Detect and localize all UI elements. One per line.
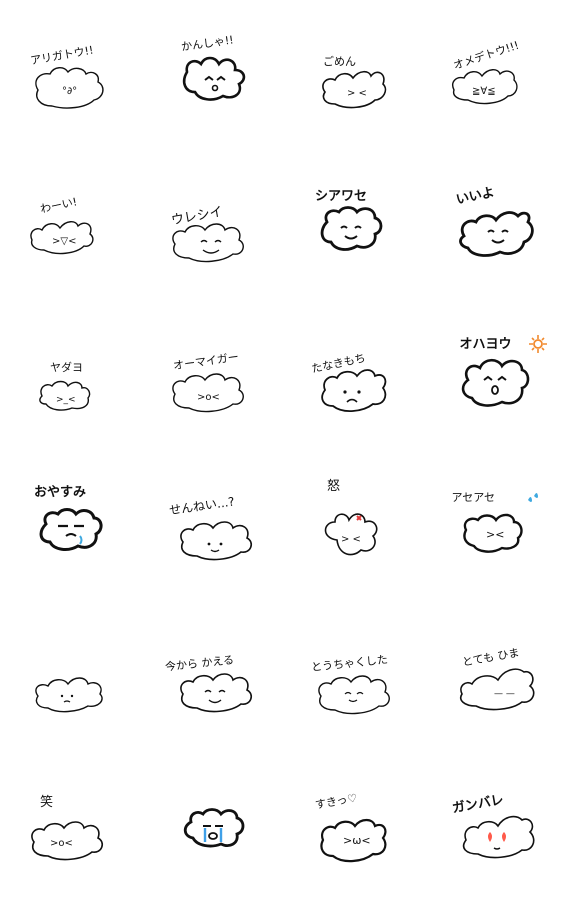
svg-text:>_<: >_< [56,395,76,405]
sticker-touchaku-shita[interactable]: とうちゃくした [281,600,422,750]
sticker-caption: アセアセ [451,491,496,504]
tears-icon [203,828,222,842]
svg-text:>ω<: >ω< [343,834,371,847]
svg-text:°∂°: °∂° [62,86,77,97]
sticker-caption: オハヨウ [459,337,512,352]
svg-text:> <: > < [341,534,361,545]
svg-text:>o<: >o< [50,838,73,849]
blob-character-icon: >o< [31,821,104,861]
svg-text:>o<: >o< [197,392,220,403]
sticker-ureshii[interactable]: ウレシイ [141,150,282,300]
sticker-caption: おやすみ [34,485,87,500]
sticker-caption: シアワセ [315,189,368,204]
sticker-aseace[interactable]: アセアセ >< [422,450,562,600]
blob-character-icon [461,335,547,407]
sticker-yadayo[interactable]: ヤダヨ >_< [0,300,141,450]
blob-character-icon [179,521,252,561]
sticker-kansha[interactable]: かんしゃ!! [141,0,282,150]
sticker-oyasumi[interactable]: おやすみ [0,450,141,600]
blob-character-icon [318,675,390,715]
blob-character-icon [39,508,103,551]
blob-character-icon: > < [324,513,378,556]
sticker-suki[interactable]: すきっ♡ >ω< [281,750,422,900]
sticker-sennei[interactable]: せんねい...? [141,450,282,600]
sun-icon [528,335,547,353]
sticker-blank-sad[interactable] [0,600,141,750]
sticker-caption: 笑 [40,795,54,810]
blob-character-icon: ≧∀≦ [451,69,518,105]
sticker-gomen[interactable]: ごめん > < [281,0,422,150]
sticker-arigatou[interactable]: アリガトウ!! °∂° [0,0,141,150]
blob-character-icon [321,369,387,412]
svg-text:> <: > < [347,88,367,99]
blob-character-icon [182,56,245,101]
blob-character-icon [462,815,534,859]
blob-character-icon [179,673,252,713]
sticker-caption: ごめん [323,55,356,68]
sticker-tanakimochi[interactable]: たなきもち [281,300,422,450]
blob-character-icon: — — [459,668,534,711]
blob-character-icon [35,677,103,713]
blob-character-icon: >_< [39,380,91,411]
blob-character-icon: °∂° [35,67,104,109]
sticker-oh-my-god[interactable]: オーマイガー >o< [141,300,282,450]
blob-character-icon [320,206,383,251]
blob-character-icon: > < [322,70,387,109]
sticker-iiyo[interactable]: いいよ [422,150,562,300]
blob-character-icon: >▽< [30,221,94,255]
blob-character-icon [458,211,534,257]
sticker-totemo-hima[interactable]: とても ひま — — [422,600,562,750]
svg-text:>▽<: >▽< [52,236,76,247]
sticker-omedetou[interactable]: オメデトウ!!! ≧∀≦ [422,0,562,150]
sticker-ganbare[interactable]: ガンバレ [422,750,562,900]
svg-text:><: >< [486,528,504,541]
blob-character-icon: >o< [171,373,244,413]
anger-mark-icon [356,515,362,521]
svg-text:— —: — — [494,689,515,699]
fire-eyes-icon [487,832,506,842]
sticker-caption: ヤダヨ [50,361,83,374]
svg-text:≧∀≦: ≧∀≦ [472,86,496,97]
sticker-ohayou[interactable]: オハヨウ [422,300,562,450]
sweat-drops-icon [527,493,538,502]
blob-character-icon: >< [462,493,538,553]
sticker-crying[interactable] [141,750,282,900]
sticker-ikari[interactable]: 怒 > < [281,450,422,600]
sticker-imakara-kaeru[interactable]: 今から かえる [141,600,282,750]
blob-character-icon: >ω< [320,818,387,863]
sticker-caption: 怒 [327,479,341,494]
blob-character-icon [171,223,244,263]
blob-character-icon [183,808,244,848]
sticker-warai[interactable]: 笑 >o< [0,750,141,900]
sticker-waai[interactable]: わーい! >▽< [0,150,141,300]
sticker-shiawase[interactable]: シアワセ [281,150,422,300]
